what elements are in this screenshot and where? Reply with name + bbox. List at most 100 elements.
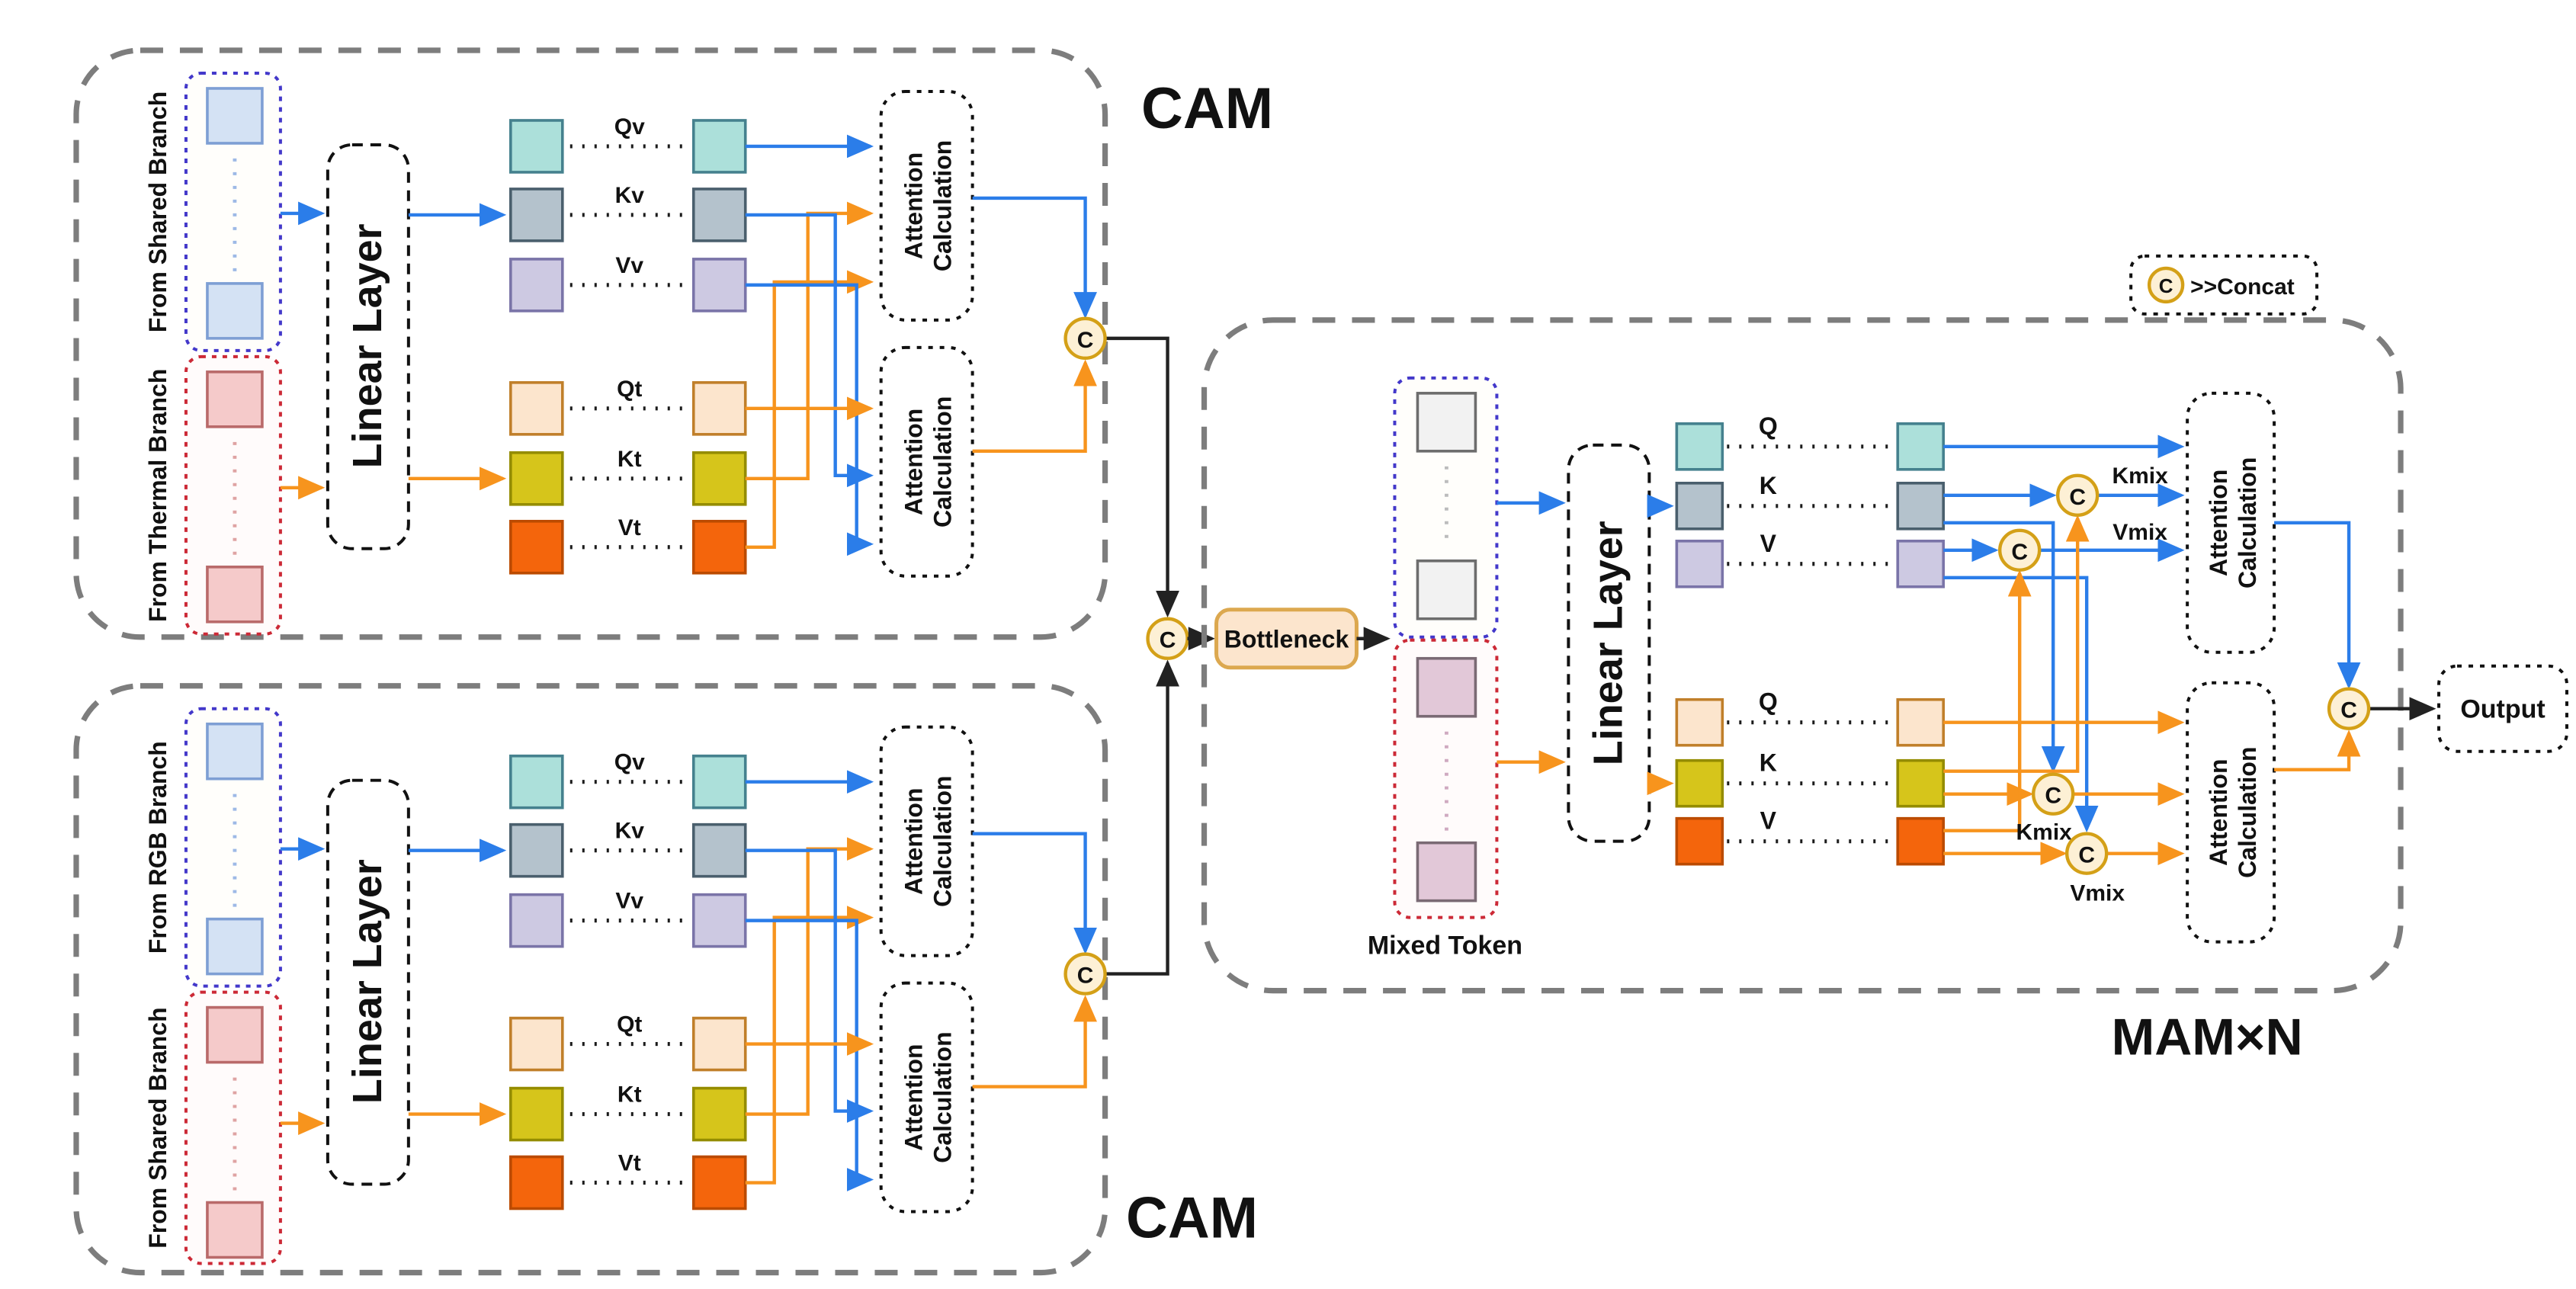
q-label: Q (1759, 412, 1778, 440)
attention-label: Attention (900, 1044, 928, 1150)
output-node: Output (2437, 664, 2568, 753)
kv-square (691, 822, 747, 878)
kmix-label: Kmix (2016, 820, 2073, 845)
concat-icon (2327, 687, 2371, 730)
qt-square (509, 1016, 564, 1072)
q-square (1896, 697, 1946, 747)
cam-bottom-block: CAM From RGB Branch From Shared Branch L… (73, 659, 1258, 1276)
token-square (1416, 841, 1477, 903)
v-square (1675, 539, 1724, 588)
center-fusion: C Bottleneck (1146, 608, 1391, 670)
attention-label: Attention (2205, 759, 2232, 866)
v-square (1896, 539, 1946, 588)
arrow (1105, 336, 1179, 618)
q-square (1675, 422, 1724, 471)
k-square (1675, 482, 1724, 531)
arrow (1943, 576, 2099, 833)
qt-label: Qt (617, 377, 642, 402)
kt-square (691, 1086, 747, 1142)
arrow (745, 201, 874, 481)
mam-wiring (1497, 434, 2436, 866)
arrow (1943, 521, 2065, 774)
output-label: Output (2460, 695, 2545, 724)
concat-letter: C (1077, 328, 1094, 353)
vt-square (691, 519, 747, 575)
token-square (1416, 559, 1477, 620)
vt-square (509, 519, 564, 575)
concat-icon (1063, 952, 1107, 996)
qv-square (509, 119, 564, 174)
q-label: Q (1759, 688, 1778, 716)
concat-node: C (1146, 617, 1189, 660)
attention-label: Calculation (929, 1031, 957, 1162)
concat-icon (2055, 473, 2100, 517)
concat-letter: C (2078, 843, 2095, 868)
kt-label: Kt (618, 447, 642, 472)
concat-letter: C (2045, 784, 2061, 809)
attention-label: Attention (900, 152, 928, 259)
attention-calculation-box (879, 89, 974, 322)
concat-letter: C (1077, 964, 1094, 989)
attention-label: Calculation (929, 775, 957, 906)
attention-label: Attention (900, 787, 928, 894)
concat-node: C (1063, 952, 1107, 996)
cam-bottom-branch-top-label: From RGB Branch (144, 741, 172, 954)
vt-label: Vt (618, 1151, 641, 1176)
concat-node-vmix-top: C Vmix (1998, 520, 2167, 572)
cam-top-wiring (280, 134, 1179, 618)
concat-icon (1998, 528, 2042, 572)
q-square (1675, 697, 1724, 747)
vmix-label: Vmix (2112, 520, 2167, 545)
token-square (206, 565, 264, 624)
token-square (206, 282, 264, 340)
qt-square (691, 1016, 747, 1072)
legend-box (2129, 254, 2319, 316)
cam-top-title: CAM (1141, 76, 1273, 141)
v-label: V (1760, 530, 1777, 557)
arrow (972, 196, 1097, 319)
linear-layer-label: Linear Layer (345, 859, 390, 1104)
cam-bottom-linear-layer-box (326, 778, 410, 1186)
arrow (745, 848, 874, 1123)
vt-label: Vt (618, 515, 641, 540)
output-box (2437, 664, 2568, 753)
attention-label: Calculation (2234, 746, 2261, 877)
kv-square (509, 822, 564, 878)
q-square (1896, 422, 1946, 471)
mam-block: MAM×N Mixed Token Linear Layer Q K V Q K… (1201, 317, 2436, 1066)
mixed-token-label: Mixed Token (1368, 931, 1522, 960)
attention-calculation-box (879, 345, 974, 578)
vv-square (509, 893, 564, 948)
token-square (1416, 392, 1477, 453)
arrow (2274, 521, 2361, 690)
concat-icon (2064, 832, 2109, 875)
v-label: V (1760, 807, 1777, 835)
token-square (206, 917, 264, 976)
mam-title: MAM×N (2112, 1008, 2303, 1066)
qv-label: Qv (614, 114, 645, 139)
cam-bottom-wiring (280, 659, 1179, 1191)
kt-square (509, 451, 564, 506)
arrow (745, 213, 874, 488)
qt-label: Qt (617, 1012, 642, 1037)
linear-layer-label: Linear Layer (345, 223, 390, 468)
attention-label: Attention (900, 409, 928, 515)
vmix-label: Vmix (2070, 881, 2125, 906)
arrow (972, 359, 1097, 454)
attention-calculation-box (879, 725, 974, 957)
concat-node-kmix-top: C Kmix (2055, 463, 2168, 517)
concat-node: C (1063, 316, 1107, 361)
arrow (1943, 569, 2032, 832)
concat-icon (2032, 772, 2075, 816)
attention-calculation-box (2186, 681, 2276, 944)
qv-square (691, 754, 747, 810)
v-square (1896, 816, 1946, 866)
arrow (1943, 515, 2090, 773)
attention-label: Calculation (929, 140, 957, 271)
cam-bottom-branch-bottom-label: From Shared Branch (144, 1007, 172, 1248)
concat-letter: C (1160, 628, 1176, 653)
legend-label: >>Concat (2190, 274, 2295, 300)
mam-linear-layer-box (1567, 443, 1651, 843)
vv-label: Vv (615, 253, 643, 278)
arrow (745, 906, 874, 1185)
